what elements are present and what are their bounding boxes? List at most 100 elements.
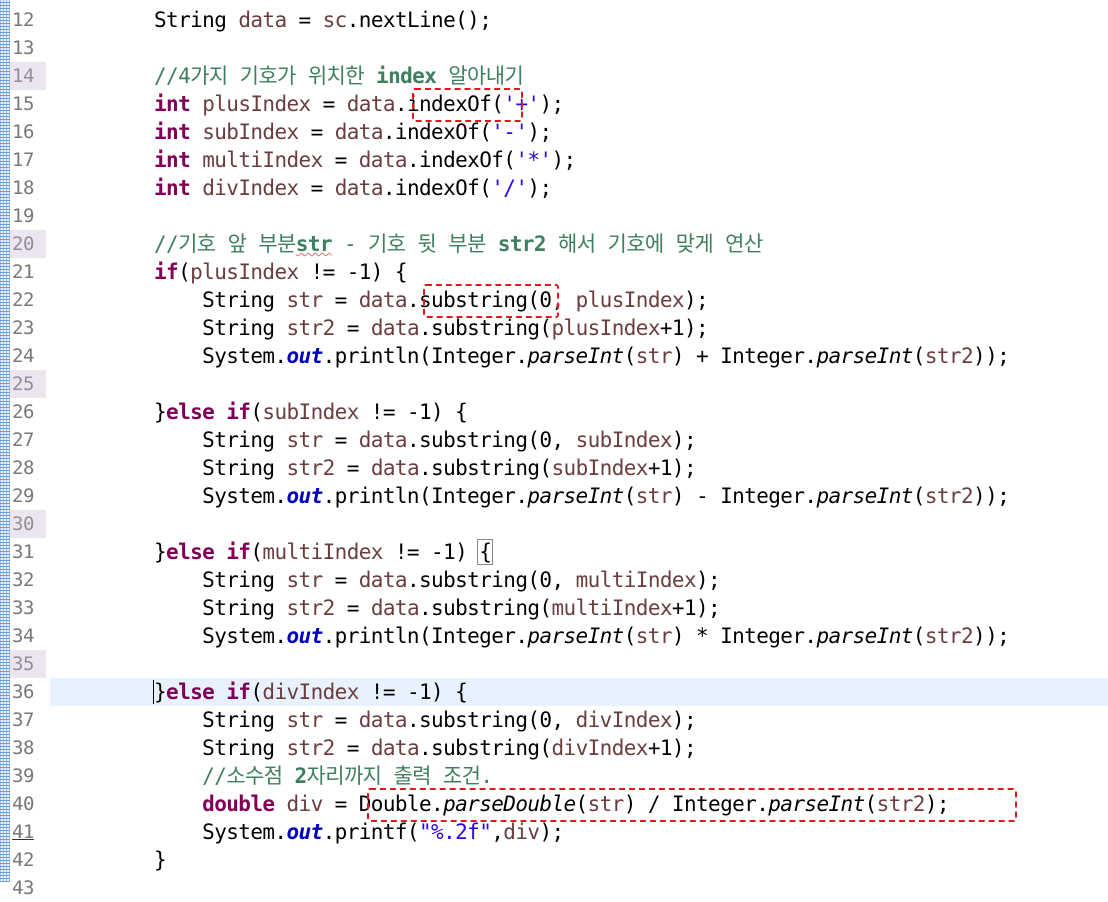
line-number: 33 bbox=[12, 597, 34, 619]
code-line[interactable]: 27 String str = data.substring(0, subInd… bbox=[0, 426, 1108, 454]
code-token: ) / Integer. bbox=[623, 792, 769, 816]
code-token: String bbox=[154, 288, 287, 312]
code-line[interactable]: 30 bbox=[0, 510, 1108, 538]
code-line[interactable]: 13 bbox=[0, 34, 1108, 62]
code-token: double bbox=[154, 792, 287, 816]
code-line[interactable]: 24 System.out.println(Integer.parseInt(s… bbox=[0, 342, 1108, 370]
code-line[interactable]: 43 bbox=[0, 874, 1108, 902]
code-line[interactable]: 29 System.out.println(Integer.parseInt(s… bbox=[0, 482, 1108, 510]
code-line[interactable]: 34 System.out.println(Integer.parseInt(s… bbox=[0, 622, 1108, 650]
line-number: 14 bbox=[10, 62, 48, 90]
line-number: 32 bbox=[12, 569, 34, 591]
code-token: str bbox=[635, 484, 673, 508]
code-line[interactable]: 42} bbox=[0, 846, 1108, 874]
code-token: , bbox=[491, 820, 504, 844]
line-number: 37 bbox=[12, 709, 34, 731]
code-token: != -1) { bbox=[358, 400, 468, 424]
code-token: str2 bbox=[924, 624, 974, 648]
line-number: 36 bbox=[12, 681, 34, 703]
code-token: data bbox=[334, 176, 384, 200]
code-line[interactable]: 14//4가지 기호가 위치한 index 알아내기 bbox=[0, 62, 1108, 90]
code-line[interactable]: 33 String str2 = data.substring(multiInd… bbox=[0, 594, 1108, 622]
code-token: System. bbox=[154, 820, 287, 844]
code-token: = bbox=[286, 8, 323, 32]
code-token: = bbox=[322, 428, 359, 452]
code-token: divIndex bbox=[551, 736, 648, 760]
code-line[interactable]: 38 String str2 = data.substring(divIndex… bbox=[0, 734, 1108, 762]
code-line[interactable]: 37 String str = data.substring(0, divInd… bbox=[0, 706, 1108, 734]
code-token: ) - Integer. bbox=[671, 484, 817, 508]
code-line[interactable]: 41 System.out.printf("%.2f",div); bbox=[0, 818, 1108, 846]
code-token: ); bbox=[539, 92, 564, 116]
code-line[interactable]: 20//기호 앞 부분str - 기호 뒷 부분 str2 해서 기호에 맞게 … bbox=[0, 230, 1108, 258]
code-token: System. bbox=[154, 624, 287, 648]
code-token: data bbox=[358, 428, 408, 452]
code-token: str bbox=[295, 232, 333, 256]
code-token: div bbox=[286, 792, 323, 816]
code-token: ); bbox=[671, 428, 697, 452]
line-number: 28 bbox=[12, 457, 34, 479]
code-line[interactable]: 19 bbox=[0, 202, 1108, 230]
code-token: "%.2f" bbox=[418, 820, 492, 844]
line-number: 19 bbox=[12, 205, 34, 227]
code-token: plusIndex bbox=[575, 288, 685, 312]
code-token: - 기호 뒷 부분 bbox=[331, 232, 498, 256]
code-token: str2 bbox=[924, 344, 974, 368]
code-token: .indexOf( bbox=[382, 176, 492, 200]
code-text: String str = data.substring(0, divIndex)… bbox=[154, 706, 696, 734]
code-token: = bbox=[322, 568, 359, 592]
code-token: str bbox=[286, 708, 323, 732]
code-token: 해서 기호에 맞게 연산 bbox=[545, 232, 763, 256]
code-token: data bbox=[346, 92, 396, 116]
line-number: 25 bbox=[10, 370, 48, 398]
code-token: .indexOf( bbox=[406, 148, 516, 172]
line-number: 20 bbox=[10, 230, 48, 258]
code-token: .indexOf( bbox=[394, 92, 504, 116]
code-token: 알아내기 bbox=[436, 64, 524, 88]
code-text: if(plusIndex != -1) { bbox=[154, 258, 408, 286]
code-token: String bbox=[154, 456, 287, 480]
code-line[interactable]: 36}else if(divIndex != -1) { bbox=[0, 678, 1108, 706]
code-token: .substring(0, bbox=[406, 288, 576, 312]
code-text: }else if(subIndex != -1) { bbox=[154, 398, 468, 426]
code-token: = bbox=[334, 456, 371, 480]
code-line[interactable]: 23 String str2 = data.substring(plusInde… bbox=[0, 314, 1108, 342]
code-token: = bbox=[334, 596, 371, 620]
code-token: multiIndex bbox=[575, 568, 697, 592]
code-token: = bbox=[298, 176, 335, 200]
code-line[interactable]: 31}else if(multiIndex != -1) { bbox=[0, 538, 1108, 566]
line-number: 34 bbox=[12, 625, 34, 647]
code-token: int bbox=[154, 92, 203, 116]
code-line[interactable]: 35 bbox=[0, 650, 1108, 678]
code-token: } bbox=[154, 848, 167, 872]
code-line[interactable]: 39 //소수점 2자리까지 출력 조건. bbox=[0, 762, 1108, 790]
code-token: { bbox=[477, 539, 494, 565]
code-token: 2 bbox=[294, 764, 307, 788]
code-token: .println(Integer. bbox=[322, 344, 528, 368]
code-token: String bbox=[154, 428, 287, 452]
code-token: System. bbox=[154, 344, 287, 368]
code-token: '+' bbox=[503, 92, 540, 116]
code-line[interactable]: 22 String str = data.substring(0, plusIn… bbox=[0, 286, 1108, 314]
line-number: 43 bbox=[12, 877, 34, 899]
code-token: ( bbox=[623, 344, 637, 368]
code-token: data bbox=[370, 596, 420, 620]
overview-ruler[interactable] bbox=[0, 0, 10, 882]
code-line[interactable]: 32 String str = data.substring(0, multiI… bbox=[0, 566, 1108, 594]
code-line[interactable]: 28 String str2 = data.substring(subIndex… bbox=[0, 454, 1108, 482]
code-token: ); bbox=[696, 568, 721, 592]
code-token: ( bbox=[250, 400, 263, 424]
code-token: System. bbox=[154, 484, 287, 508]
code-line[interactable]: 26}else if(subIndex != -1) { bbox=[0, 398, 1108, 426]
code-line[interactable]: 25 bbox=[0, 370, 1108, 398]
code-token: parseInt bbox=[816, 624, 913, 648]
code-line[interactable]: 40 double div = Double.parseDouble(str) … bbox=[0, 790, 1108, 818]
line-number: 38 bbox=[12, 737, 34, 759]
